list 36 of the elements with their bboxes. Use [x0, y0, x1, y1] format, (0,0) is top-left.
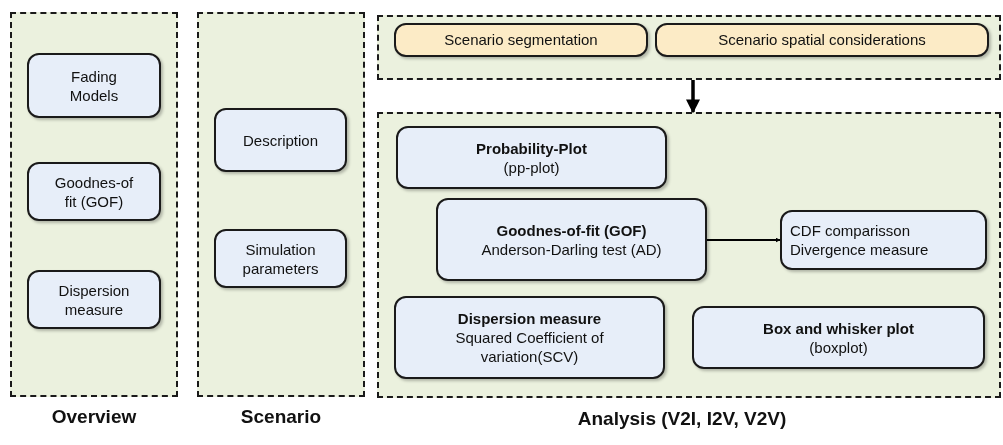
panel-title: Scenario — [239, 405, 323, 429]
arrow — [706, 237, 781, 243]
rounded-box — [655, 23, 989, 57]
arrow — [686, 80, 700, 114]
box-text: CDF comparisson — [790, 221, 911, 240]
box-text: Simulation parameters — [241, 239, 320, 278]
rounded-box — [27, 53, 161, 118]
box-text: Squared Coefficient of variation(SCV) — [454, 328, 605, 366]
box-heading: Probability-Plot — [476, 138, 587, 158]
rounded-box — [780, 210, 987, 270]
box-text: Fading Models — [68, 66, 120, 105]
dashed-panel — [377, 15, 1001, 80]
rounded-box — [396, 126, 667, 189]
panel-title: Overview — [50, 405, 138, 429]
box-text: (boxplot) — [809, 337, 868, 357]
rounded-box — [27, 270, 161, 329]
dashed-panel — [377, 112, 1001, 398]
rounded-box — [214, 229, 347, 288]
box-heading: Goodnes-of-fit (GOF) — [496, 220, 647, 240]
box-text: Dispersion measure — [57, 280, 131, 319]
rounded-box — [27, 162, 161, 221]
rounded-box — [394, 23, 648, 57]
rounded-box — [436, 198, 707, 281]
box-heading: Box and whisker plot — [763, 318, 914, 338]
box-text: Description — [243, 130, 318, 150]
box-text: (pp-plot) — [503, 157, 560, 177]
section-title: Analysis (V2I, I2V, V2V) — [576, 407, 788, 431]
rounded-box — [394, 296, 665, 379]
box-text: Scenario segmentation — [444, 29, 598, 50]
box-text: Anderson-Darling test (AD) — [481, 239, 662, 259]
rounded-box — [692, 306, 985, 369]
rounded-box — [214, 108, 347, 172]
box-text: Scenario spatial considerations — [718, 29, 926, 50]
box-text: Goodnes-of fit (GOF) — [53, 172, 135, 211]
box-heading: Dispersion measure — [457, 309, 602, 328]
box-text: Divergence measure — [790, 240, 929, 259]
